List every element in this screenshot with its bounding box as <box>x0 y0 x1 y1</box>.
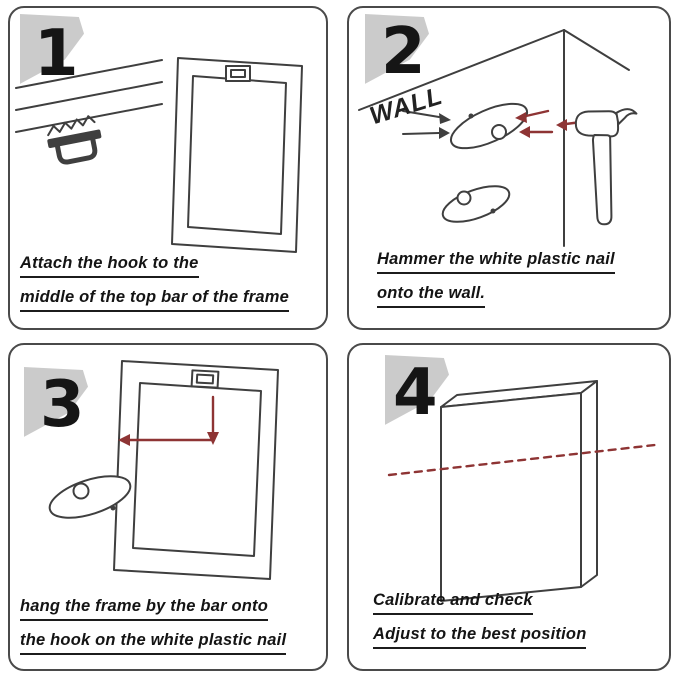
caption-line: Calibrate and check <box>373 591 533 615</box>
illustration-step-4 <box>387 380 657 602</box>
red-arrow-down <box>207 395 219 445</box>
alignment-dashed-line <box>387 443 657 477</box>
black-arrows <box>402 110 451 139</box>
caption-line: hang the frame by the bar onto <box>20 597 269 621</box>
caption-line: Adjust to the best position <box>373 625 587 649</box>
panel-step-3: 3 hang the frame by the <box>8 343 328 671</box>
red-arrow-left <box>118 434 216 446</box>
caption-line: middle of the top bar of the frame <box>20 288 289 312</box>
plastic-nail-upper <box>449 102 529 150</box>
step-number: 4 <box>393 356 438 430</box>
caption-line: onto the wall. <box>377 284 486 308</box>
caption-line: the hook on the white plastic nail <box>20 631 287 655</box>
step-number: 1 <box>34 17 79 91</box>
red-arrows <box>515 109 583 138</box>
panel-step-4: 4 Calibrate and check Adjust to the best… <box>347 343 671 671</box>
caption-step-4: Calibrate and check Adjust to the best p… <box>373 591 587 649</box>
illustration-step-1 <box>15 57 303 253</box>
frame-illustration <box>113 360 279 580</box>
caption-step-1: Attach the hook to the middle of the top… <box>20 254 289 312</box>
canvas-illustration <box>440 380 598 602</box>
illustration-step-2 <box>358 29 638 247</box>
panel-step-1: 1 Attach the hook to the middle of the t… <box>8 6 328 330</box>
caption-step-2: Hammer the white plastic nail onto the w… <box>377 250 615 308</box>
caption-line: Hammer the white plastic nail <box>377 250 615 274</box>
wall-corner-illustration <box>358 29 630 247</box>
plastic-nail-lower <box>441 185 511 223</box>
caption-line: Attach the hook to the <box>20 254 199 278</box>
step-number: 3 <box>40 368 85 442</box>
plastic-nail <box>48 475 132 519</box>
hammer-icon <box>574 108 638 226</box>
hook-illustration <box>47 115 102 165</box>
frame-illustration <box>171 57 303 253</box>
caption-step-3: hang the frame by the bar onto the hook … <box>20 597 287 655</box>
step-number: 2 <box>381 15 426 89</box>
panel-step-2: 2 WALL <box>347 6 671 330</box>
illustration-step-3 <box>48 360 279 580</box>
